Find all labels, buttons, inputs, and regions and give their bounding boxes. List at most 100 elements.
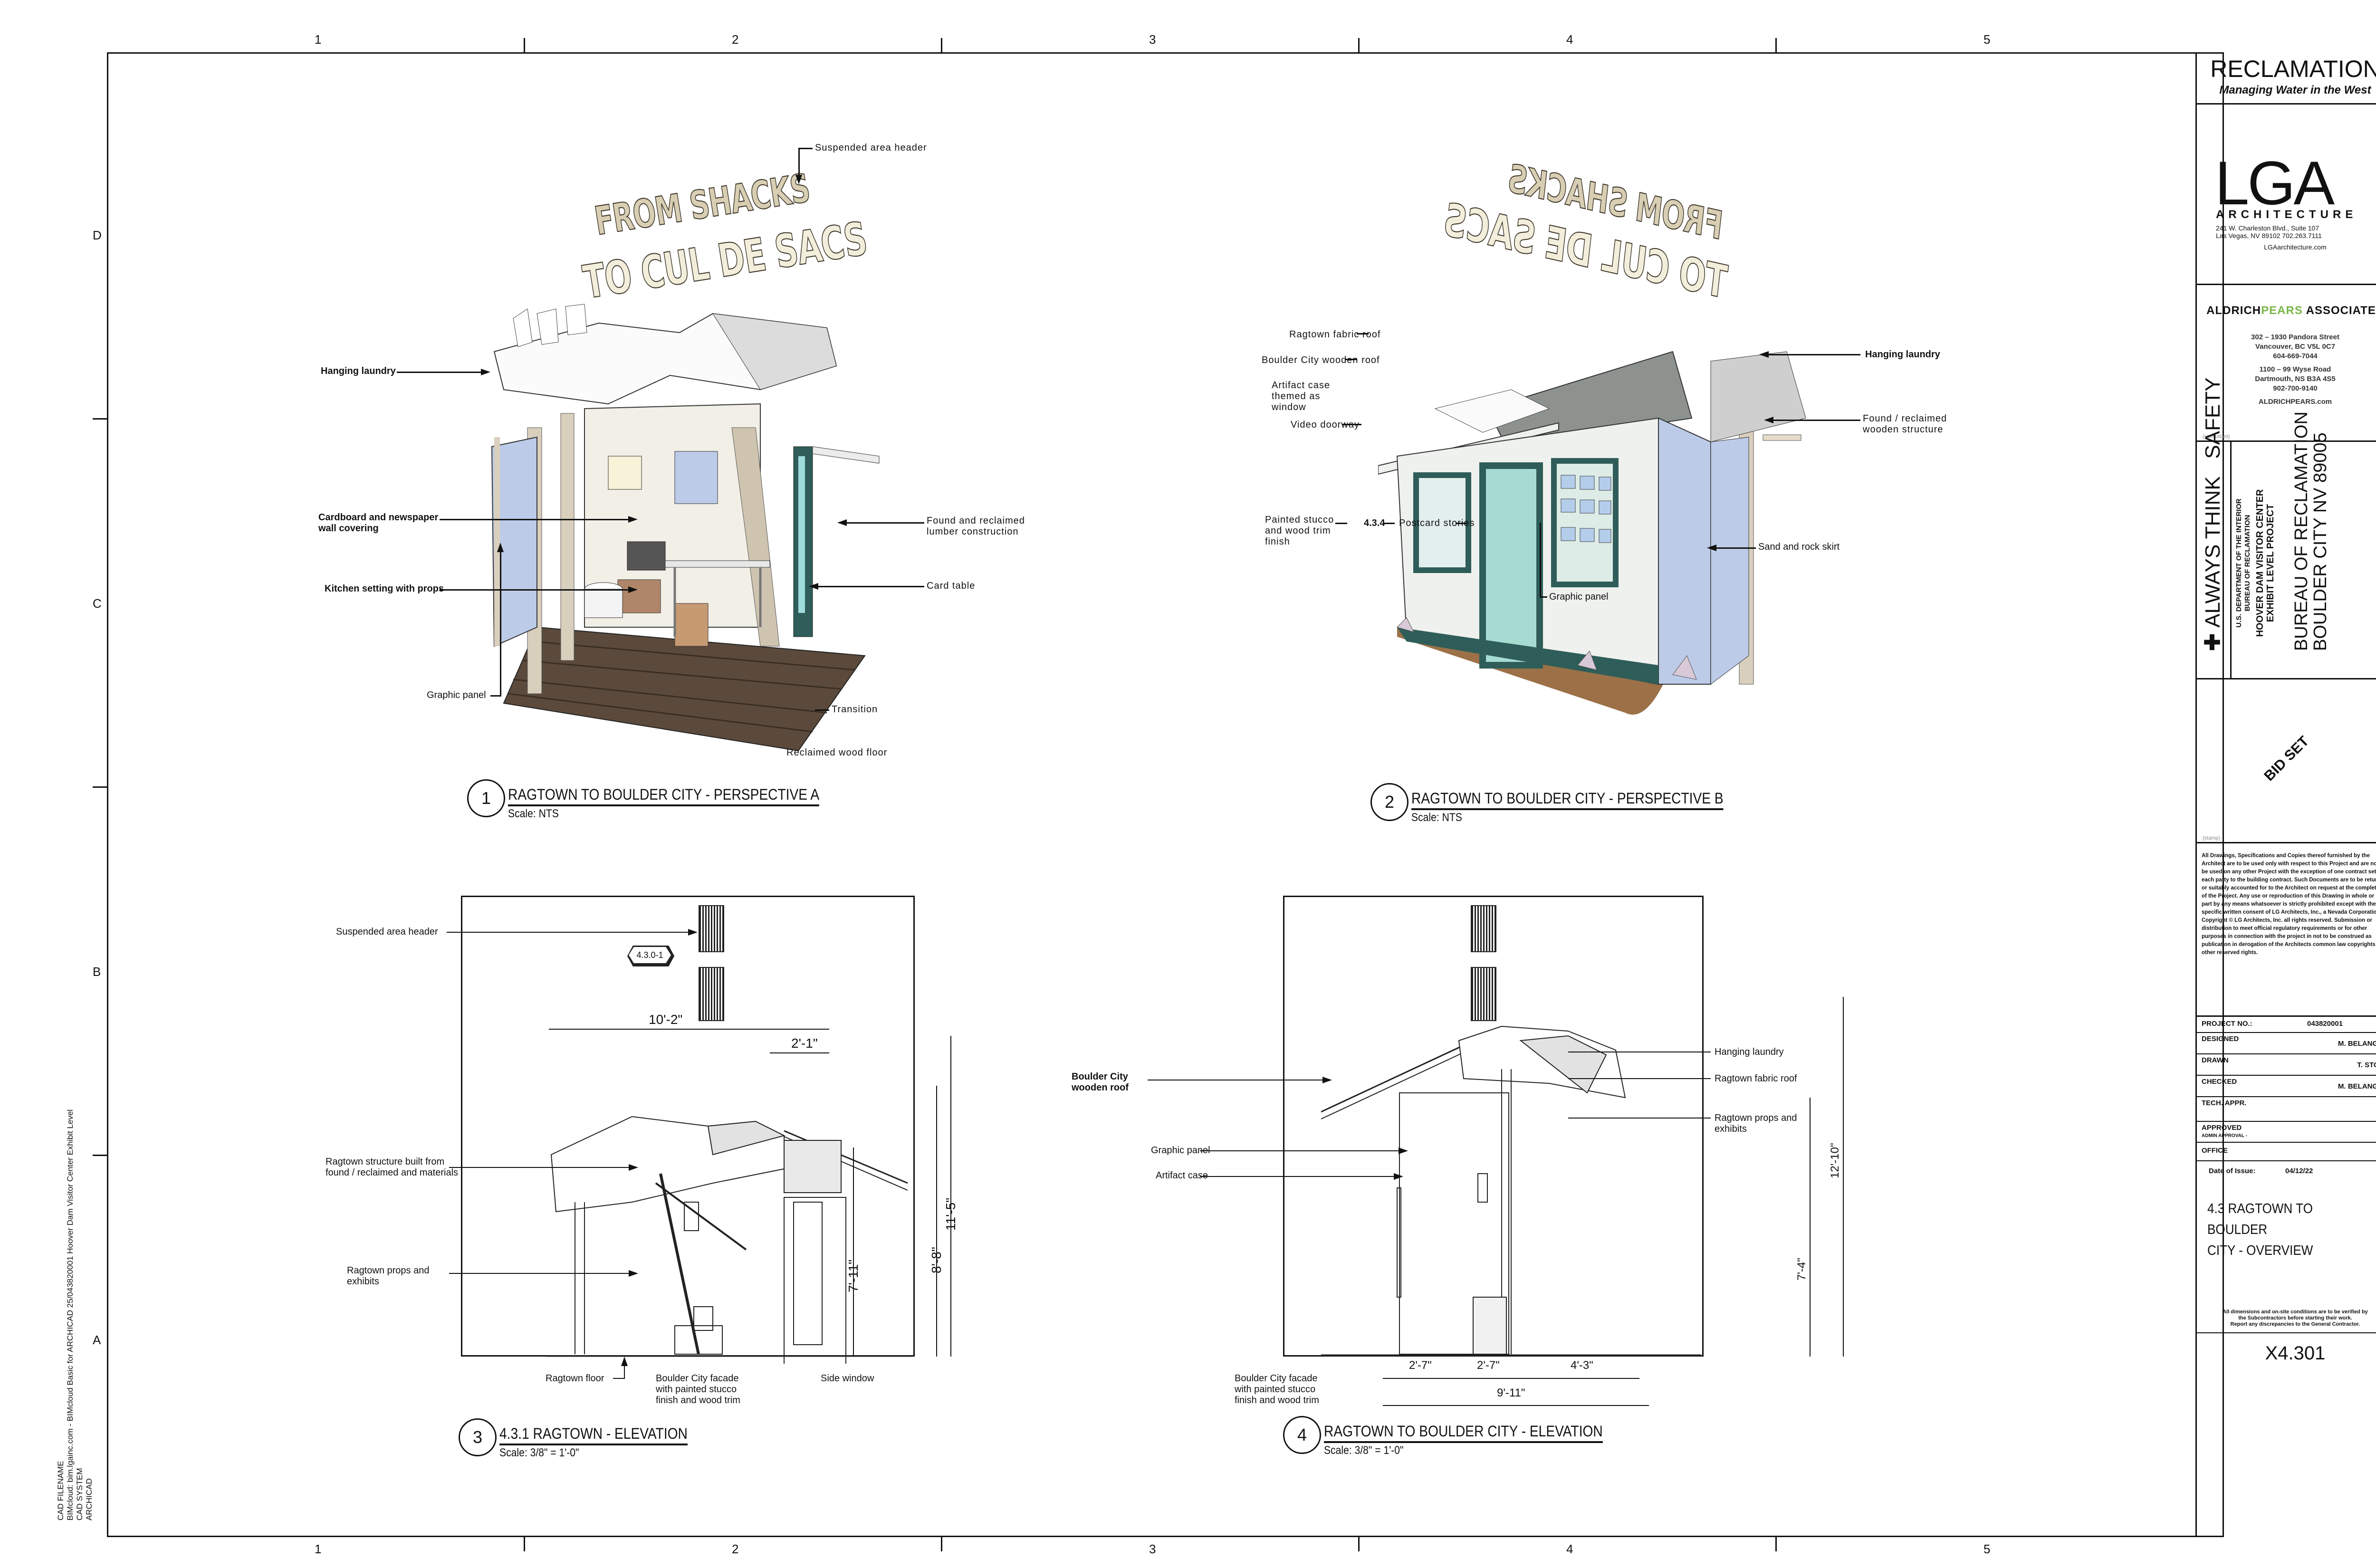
view-number-bubble: 1: [467, 779, 505, 817]
callout-reclaimed-wood-floor: Reclaimed wood floor: [786, 747, 888, 758]
elevation-4-drawing: [1321, 1025, 1701, 1356]
callout-hanging-laundry: Hanging laundry: [321, 366, 396, 376]
dim-4-3: 4'-3": [1571, 1359, 1593, 1372]
callout-boulder-city-facade-3: Boulder City facade with painted stucco …: [656, 1373, 740, 1405]
view-title-3: 3 4.3.1 RAGTOWN - ELEVATION Scale: 3/8" …: [459, 1418, 713, 1460]
dim-11-5: 11'-5": [943, 1197, 958, 1231]
tag-4-3-0-1: 4.3.0-1: [629, 947, 671, 963]
grid-row-b: B: [93, 965, 101, 979]
callout-ref-4-3-4: 4.3.4: [1364, 518, 1385, 528]
project-section: ✚ ALWAYS THINK SAFETY U.S. DEPARTMENT OF…: [2197, 377, 2376, 679]
callout-found-reclaimed-lumber: Found and reclaimed lumber construction: [927, 516, 1025, 537]
callout-boulder-city-wooden-roof-4: Boulder City wooden roof: [1072, 1071, 1129, 1093]
view-scale: Scale: 3/8" = 1'-0": [1324, 1444, 1404, 1457]
view-title-2: 2 RAGTOWN TO BOULDER CITY - PERSPECTIVE …: [1370, 783, 1766, 824]
safety-banner: ✚ ALWAYS THINK SAFETY: [2201, 377, 2224, 651]
view-title-text: RAGTOWN TO BOULDER CITY - ELEVATION: [1324, 1423, 1603, 1443]
view-scale: Scale: NTS: [1411, 811, 1462, 824]
consultant-name: ALDRICHPEARS ASSOCIATES: [2206, 304, 2376, 317]
verify-note: All dimensions and on-site conditions ar…: [2223, 1309, 2368, 1327]
callout-ragtown-fabric-roof-4: Ragtown fabric roof: [1715, 1073, 1797, 1084]
dim-8-8: 8'-8": [929, 1247, 944, 1273]
view-title-text: RAGTOWN TO BOULDER CITY - PERSPECTIVE A: [508, 786, 820, 806]
architect-address-1: 241 W. Charleston Blvd., Suite 107: [2216, 224, 2319, 232]
grid-col-5: 5: [1983, 32, 1991, 47]
date-of-issue-label: Date of Issue:: [2209, 1167, 2256, 1175]
callout-ragtown-props: Ragtown props and exhibits: [347, 1265, 430, 1287]
stamp-section: BID SET (stamp): [2197, 679, 2376, 843]
cad-system-label: CAD SYSTEM: [75, 1468, 84, 1520]
view-number-bubble: 3: [459, 1418, 497, 1456]
field-drawn: DRAWN T. STOTT: [2197, 1054, 2376, 1076]
callout-graphic-panel: Graphic panel: [427, 690, 486, 700]
grid-col-2: 2: [732, 32, 739, 47]
callout-kitchen-setting: Kitchen setting with props: [325, 583, 444, 594]
callout-boulder-city-facade-4: Boulder City facade with painted stucco …: [1235, 1373, 1319, 1405]
callout-suspended-area-header: Suspended area header: [815, 143, 927, 153]
callout-ragtown-floor: Ragtown floor: [546, 1373, 604, 1384]
cad-system-value: ARCHICAD: [85, 1478, 94, 1520]
copyright-section: All Drawings, Specifications and Copies …: [2197, 843, 2376, 1017]
callout-ragtown-fabric-roof: Ragtown fabric roof: [1289, 329, 1381, 340]
consultant-placeholder: (consultant): [2203, 434, 2230, 440]
callout-card-table: Card table: [927, 581, 976, 591]
callout-hanging-laundry-4: Hanging laundry: [1715, 1047, 1784, 1057]
view-number-bubble: 2: [1370, 783, 1408, 821]
drawing-frame: [107, 52, 2224, 1537]
view-title-text: RAGTOWN TO BOULDER CITY - PERSPECTIVE B: [1411, 790, 1724, 810]
architect-address-2: Las Vegas, NV 89102 702.263.7111: [2216, 232, 2322, 239]
sign-elevation-line1: [699, 905, 724, 952]
view-title-4: 4 RAGTOWN TO BOULDER CITY - ELEVATION Sc…: [1283, 1416, 1641, 1457]
project-fields: PROJECT NO.: 043820001 DESIGNED M. BELAN…: [2197, 1017, 2376, 1386]
callout-sand-rock-skirt: Sand and rock skirt: [1758, 542, 1840, 552]
callout-artifact-case-window: Artifact case themed as window: [1272, 380, 1331, 412]
grid-col-3: 3: [1149, 1542, 1156, 1556]
sheet-number: X4.301: [2265, 1343, 2326, 1364]
dim-12-10: 12'-10": [1829, 1143, 1841, 1178]
callout-suspended-area-header-3: Suspended area header: [336, 927, 438, 937]
dim-2-7-b: 2'-7": [1477, 1359, 1500, 1372]
grid-col-1: 1: [315, 1542, 322, 1556]
dim-9-11: 9'-11": [1497, 1386, 1525, 1399]
grid-col-4: 4: [1566, 32, 1573, 47]
view-title-text: 4.3.1 RAGTOWN - ELEVATION: [499, 1425, 688, 1445]
callout-artifact-case: Artifact case: [1156, 1170, 1208, 1181]
safety-cross-icon: ✚: [2201, 627, 2224, 651]
copyright-notice: All Drawings, Specifications and Copies …: [2202, 853, 2376, 956]
grid-col-3: 3: [1149, 32, 1156, 47]
callout-graphic-panel-b: Graphic panel: [1549, 592, 1609, 602]
callout-transition: Transition: [832, 704, 878, 715]
architect-section: LGA ARCHITECTURE 241 W. Charleston Blvd.…: [2197, 105, 2376, 285]
sheet-info: Date of Issue: 04/12/22 4.3 RAGTOWN TO B…: [2197, 1161, 2376, 1333]
field-designed: DESIGNED M. BELANGER: [2197, 1033, 2376, 1054]
consultant-section: ALDRICHPEARS ASSOCIATES 302 – 1930 Pando…: [2197, 285, 2376, 442]
callout-hanging-laundry-b: Hanging laundry: [1865, 349, 1940, 360]
view-scale: Scale: NTS: [508, 807, 559, 820]
callout-postcard-stories: Postcard stories: [1399, 518, 1475, 528]
perspective-a-illustration: [491, 304, 880, 752]
sign-elevation-line2: [699, 967, 724, 1021]
dim-7-11: 7'-11": [846, 1259, 861, 1292]
grid-row-c: C: [93, 596, 102, 611]
grid-row-d: D: [93, 228, 102, 242]
cad-info: CAD FILENAME BIMcloud: bim.lgainc.com - …: [56, 1109, 94, 1520]
view-title-1: 1 RAGTOWN TO BOULDER CITY - PERSPECTIVE …: [467, 779, 862, 821]
callout-ragtown-structure: Ragtown structure built from found / rec…: [326, 1157, 459, 1178]
title-block: RECLAMATION Managing Water in the West L…: [2195, 52, 2376, 1537]
client-title: RECLAMATION: [2210, 56, 2376, 82]
elevation-3-drawing: [546, 1116, 912, 1364]
dim-7-4: 7'-4": [1795, 1258, 1808, 1281]
view-number-bubble: 4: [1283, 1416, 1321, 1454]
dim-10-2: 10'-2": [649, 1012, 683, 1027]
dim-2-1: 2'-1": [791, 1036, 818, 1051]
sheet-number-box: X4.301: [2197, 1333, 2376, 1386]
callout-graphic-panel-4: Graphic panel: [1151, 1145, 1210, 1156]
field-checked: CHECKED M. BELANGER: [2197, 1076, 2376, 1097]
bid-set-stamp: BID SET: [2261, 733, 2312, 784]
architect-website: LGAarchitecture.com: [2264, 243, 2327, 251]
owner-info: U.S. DEPARTMENT OF THE INTERIOR BUREAU O…: [2235, 489, 2276, 637]
grid-col-2: 2: [732, 1542, 739, 1556]
cad-filename-value: BIMcloud: bim.lgainc.com - BIMcloud Basi…: [66, 1109, 75, 1520]
stamp-placeholder: (stamp): [2203, 835, 2221, 841]
view-scale: Scale: 3/8" = 1'-0": [499, 1446, 579, 1459]
